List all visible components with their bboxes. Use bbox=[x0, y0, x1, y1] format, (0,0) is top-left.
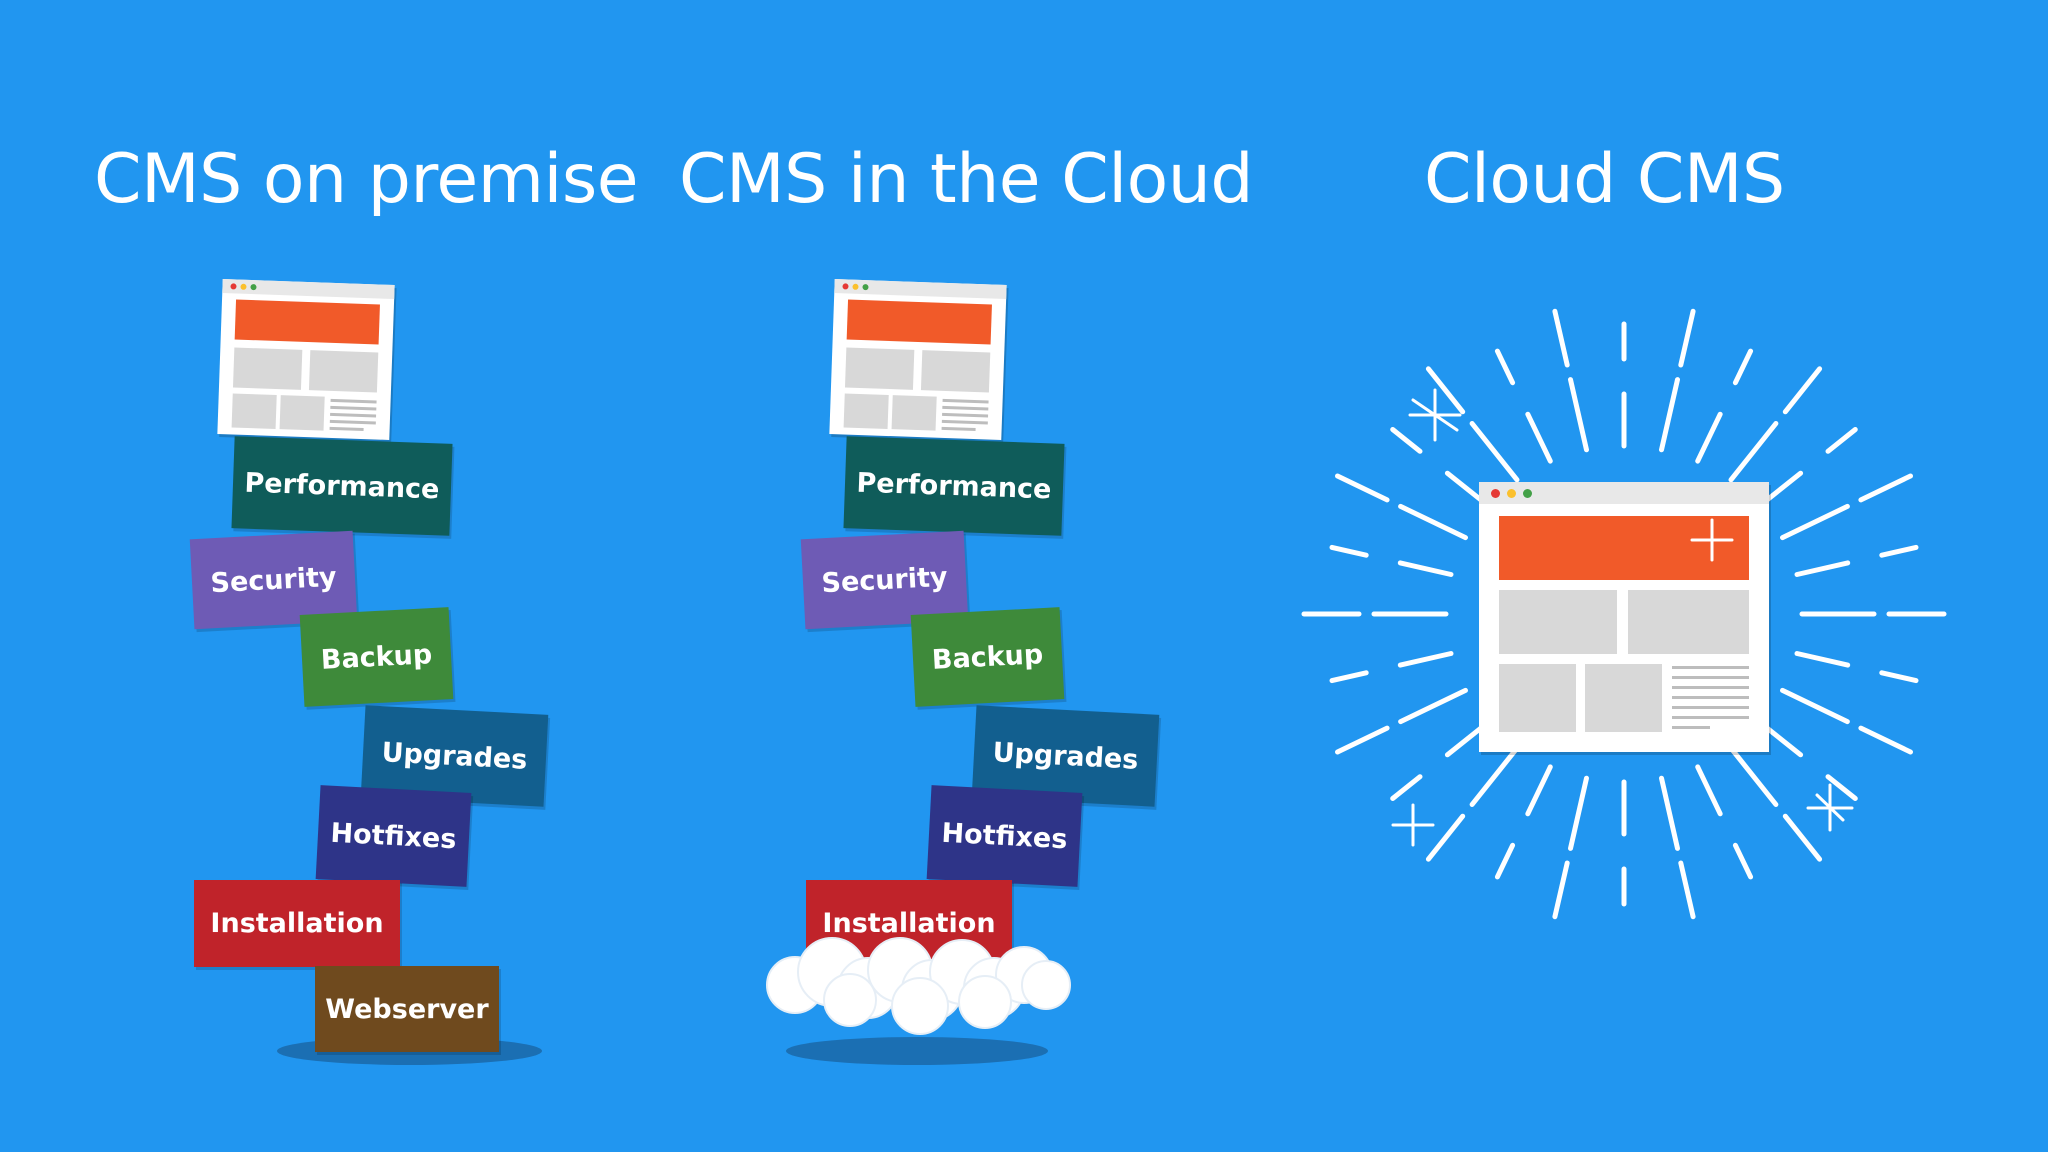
ray-segment bbox=[1390, 427, 1423, 454]
ray-segment bbox=[1425, 366, 1466, 415]
ray-segment bbox=[1794, 651, 1851, 668]
ray-segment bbox=[1858, 725, 1913, 755]
ray-segment bbox=[1780, 503, 1850, 541]
ray-segment bbox=[1494, 348, 1516, 386]
ray-segment bbox=[1552, 860, 1570, 920]
ray-segment bbox=[1525, 764, 1553, 817]
ray-segment bbox=[1825, 774, 1858, 801]
ray-segment bbox=[1695, 411, 1723, 464]
ray-segment bbox=[1879, 544, 1919, 558]
ray-segment bbox=[1494, 842, 1516, 880]
ray-segment bbox=[1469, 745, 1520, 807]
ray-segment bbox=[1794, 560, 1851, 577]
ray-segment bbox=[1782, 366, 1823, 415]
ray-segment bbox=[1782, 813, 1823, 862]
ray-segment bbox=[1329, 670, 1369, 684]
ray-segment bbox=[1678, 308, 1696, 368]
ray-segment bbox=[1659, 377, 1680, 453]
ray-segment bbox=[1398, 687, 1468, 725]
sparkle-icon bbox=[1391, 388, 1854, 847]
webserver-block: Webserver bbox=[315, 966, 499, 1052]
ray-segment bbox=[1728, 745, 1779, 807]
ray-segment bbox=[1695, 764, 1723, 817]
ray-segment bbox=[1397, 651, 1454, 668]
title-cms-in-the-cloud: CMS in the Cloud bbox=[679, 140, 1253, 219]
ray-segment bbox=[1568, 377, 1589, 453]
ray-segment bbox=[1879, 670, 1919, 684]
ray-segment bbox=[1780, 687, 1850, 725]
ray-segment bbox=[1728, 421, 1779, 483]
ray-segment bbox=[1335, 473, 1390, 503]
ray-segment bbox=[1390, 774, 1423, 801]
ray-segment bbox=[1398, 503, 1468, 541]
ground-shadow bbox=[786, 1037, 1048, 1065]
ray-segment bbox=[1525, 411, 1553, 464]
title-cloud-cms: Cloud CMS bbox=[1424, 140, 1785, 219]
ray-segment bbox=[1825, 427, 1858, 454]
browser-window-icon bbox=[1479, 482, 1769, 752]
ray-segment bbox=[1469, 421, 1520, 483]
ray-segment bbox=[1568, 775, 1589, 851]
installation-block: Installation bbox=[194, 880, 400, 967]
ray-segment bbox=[1397, 560, 1454, 577]
ray-segment bbox=[1659, 775, 1680, 851]
ray-segment bbox=[1335, 725, 1390, 755]
ray-segment bbox=[1732, 842, 1754, 880]
title-cms-on-premise: CMS on premise bbox=[94, 140, 639, 219]
ray-segment bbox=[1678, 860, 1696, 920]
ray-segment bbox=[1329, 544, 1369, 558]
ray-segment bbox=[1425, 813, 1466, 862]
ray-segment bbox=[1732, 348, 1754, 386]
ray-segment bbox=[1858, 473, 1913, 503]
ray-segment bbox=[1552, 308, 1570, 368]
